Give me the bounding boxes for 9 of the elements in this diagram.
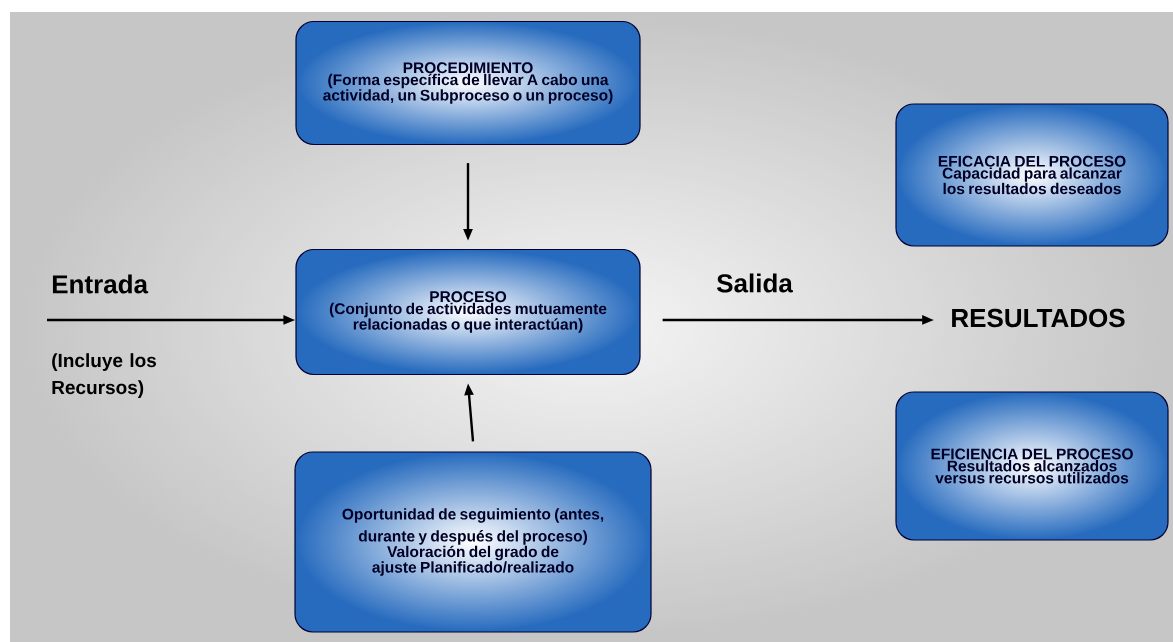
edge-label: Salida <box>716 273 793 293</box>
note-text: (Incluye los Recursos) <box>52 353 156 398</box>
process-box: EFICIENCIA DEL PROCESO Resultados alcanzados versus recursos utilizados <box>895 391 1169 541</box>
process-box: Oportunidad de seguimiento (antes, durante y después del proceso) Valoración del grado de ajuste Planificado/realizado <box>294 451 652 633</box>
result-text: RESULTADOS <box>952 308 1125 328</box>
process-box: EFICACIA DEL PROCESO Capacidad para alcanzar los resultados deseados <box>895 103 1169 247</box>
process-box: PROCESO (Conjunto de actividades mutuamente relacionadas o que interactúan) <box>295 248 641 376</box>
process-box: PROCEDIMIENTO (Forma específica de llevar A cabo una actividad, un Subproceso o un proceso) <box>295 20 641 146</box>
edge-label: Entrada <box>52 274 149 294</box>
